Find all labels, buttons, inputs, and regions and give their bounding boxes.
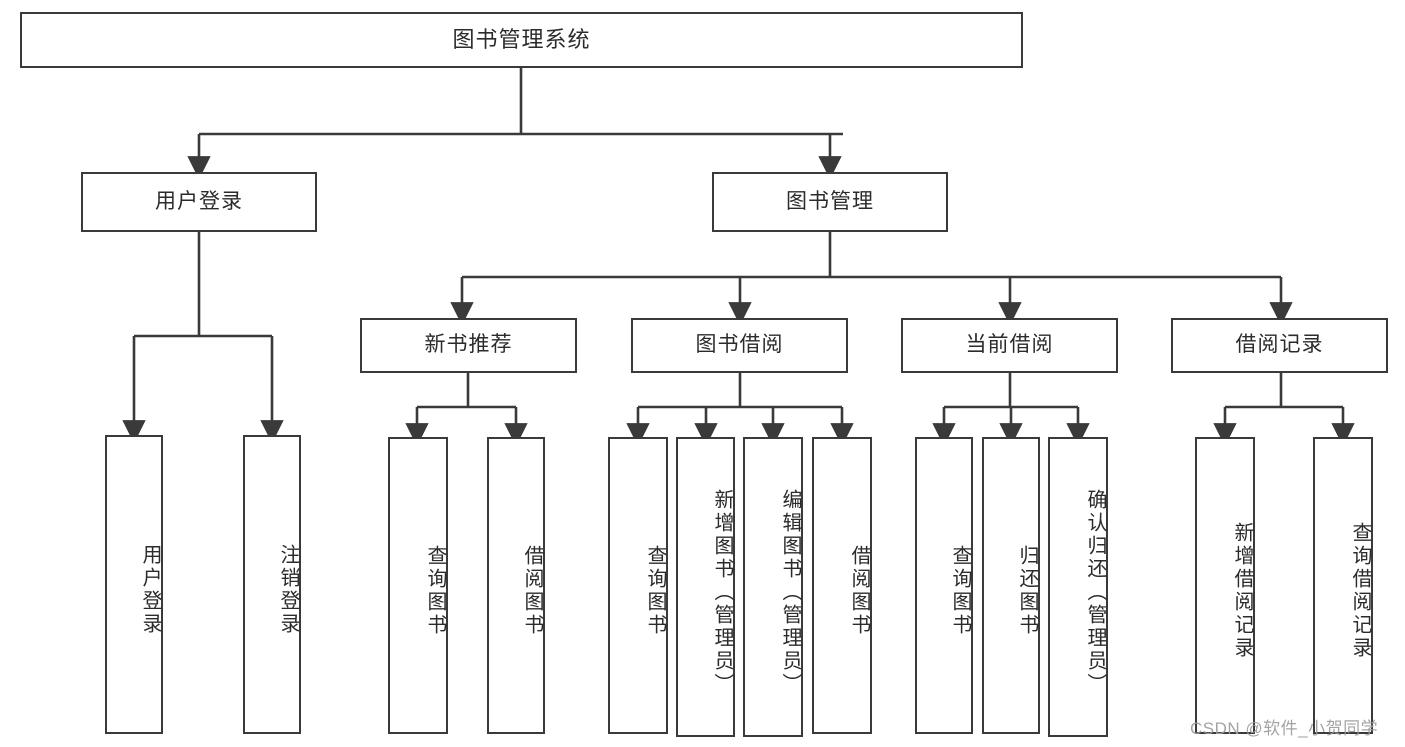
leaf-return-book[interactable]: 归还图书 <box>982 437 1040 734</box>
node-level2-new-book-recommend[interactable]: 新书推荐 <box>360 318 577 373</box>
leaf-add-book-admin[interactable]: 新增图书（管理员） <box>676 437 735 737</box>
node-label: 确认归还（管理员） <box>1084 488 1106 696</box>
csdn-watermark: CSDN @软件_小贺同学 <box>1190 719 1379 738</box>
node-level2-borrow-record[interactable]: 借阅记录 <box>1171 318 1388 373</box>
leaf-logout[interactable]: 注销登录 <box>243 435 301 734</box>
leaf-confirm-return-admin[interactable]: 确认归还（管理员） <box>1048 437 1108 737</box>
node-label: 归还图书 <box>1016 544 1038 637</box>
node-label: 借阅图书 <box>848 544 870 637</box>
node-level1-user-login[interactable]: 用户登录 <box>81 172 317 232</box>
node-level2-current-borrow[interactable]: 当前借阅 <box>901 318 1118 373</box>
node-label: 当前借阅 <box>965 333 1054 357</box>
node-label: 用户登录 <box>155 189 243 213</box>
node-label: 查询图书 <box>949 544 971 637</box>
node-label: 图书管理 <box>786 189 874 213</box>
leaf-query-borrow-record[interactable]: 查询借阅记录 <box>1313 437 1373 734</box>
node-label: 查询图书 <box>644 544 666 637</box>
leaf-query-book-borrow[interactable]: 查询图书 <box>608 437 668 734</box>
node-level2-book-borrow[interactable]: 图书借阅 <box>631 318 848 373</box>
node-label: 图书借阅 <box>695 333 784 357</box>
node-label: 新增图书（管理员） <box>711 488 733 696</box>
node-label: 查询图书 <box>424 544 446 637</box>
leaf-borrow-book[interactable]: 借阅图书 <box>812 437 872 734</box>
node-label: 借阅图书 <box>521 544 543 637</box>
node-label: 新增借阅记录 <box>1231 521 1253 660</box>
leaf-query-book-current[interactable]: 查询图书 <box>915 437 973 734</box>
node-level1-book-management[interactable]: 图书管理 <box>712 172 948 232</box>
leaf-query-book-recommend[interactable]: 查询图书 <box>388 437 448 734</box>
leaf-edit-book-admin[interactable]: 编辑图书（管理员） <box>743 437 803 737</box>
leaf-borrow-book-recommend[interactable]: 借阅图书 <box>487 437 545 734</box>
node-label: 借阅记录 <box>1235 333 1324 357</box>
node-root-label: 图书管理系统 <box>452 27 591 53</box>
node-label: 注销登录 <box>277 543 299 636</box>
node-label: 用户登录 <box>139 543 161 636</box>
leaf-add-borrow-record[interactable]: 新增借阅记录 <box>1195 437 1255 734</box>
leaf-user-login[interactable]: 用户登录 <box>105 435 163 734</box>
node-root[interactable]: 图书管理系统 <box>20 12 1023 68</box>
node-label: 编辑图书（管理员） <box>779 488 801 696</box>
node-label: 查询借阅记录 <box>1349 521 1371 660</box>
node-label: 新书推荐 <box>424 333 513 357</box>
